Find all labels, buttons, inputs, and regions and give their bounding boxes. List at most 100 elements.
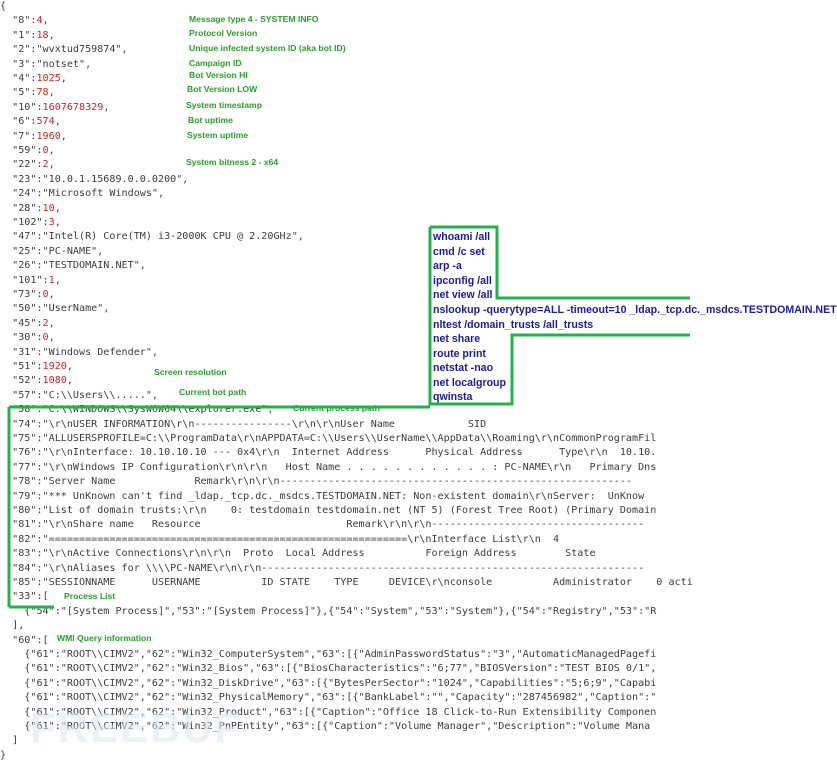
number-value: 574 [36,116,55,128]
code-text: {"61":"ROOT\\CIMV2","62":"Win32_Computer… [0,649,657,660]
code-text: {"61":"ROOT\\CIMV2","62":"Win32_Product"… [0,706,657,718]
code-text: ] [0,735,19,747]
code-text: "25":"PC-NAME", [0,245,104,257]
code-text: , [48,289,55,300]
code-text: "75":"ALLUSERSPROFILE=C:\\ProgramData\r\… [0,433,657,444]
code-line: { [0,0,6,14]
code-text: , [48,317,55,329]
code-text: "60":[ [0,634,49,646]
code-text: "22": [0,159,43,171]
code-line: "83":"\r\nActive Connections\r\n\r\n Pro… [0,547,596,561]
annotation-msg-type: Message type 4 - SYSTEM INFO [189,14,319,24]
code-line: "57":"C:\\Users\\.....", [0,389,158,403]
command-qwinsta: qwinsta [433,391,473,403]
command-arp: arp -a [433,260,462,272]
number-value: 1 [48,274,55,286]
annotation-process-path: Current process path [293,403,380,413]
code-text: "28": [0,202,43,214]
code-line: {"61":"ROOT\\CIMV2","62":"Win32_Physical… [0,691,656,705]
code-line: "101":1, [0,274,61,288]
annotation-bot-uptime: Bot uptime [188,115,233,125]
annotation-system-uptime: System uptime [187,130,249,140]
code-line: {"61":"ROOT\\CIMV2","62":"Win32_PnPEntit… [0,720,650,734]
code-text: "24":"Microsoft Windows", [0,188,165,200]
code-line: ], [0,619,24,633]
number-value: 4 [36,15,43,27]
code-line: "78":"Server Name Remark\r\n\r\n--------… [0,475,632,489]
code-line: "22":2, [0,158,55,172]
code-text: , [48,332,55,344]
code-line: "51":1920, [0,360,73,374]
code-line: "2":"wvxtud759874", [0,43,127,57]
code-text: , [48,145,55,156]
number-value: 2 [42,317,49,329]
code-line: "82":"==================================… [0,533,559,547]
code-text: "23":"10.0.1.15689.0.0.0200", [0,173,189,185]
number-value: 3 [48,217,55,228]
code-line: ] [0,734,18,748]
code-text: "3":"notset", [0,58,92,70]
code-text: , [54,116,61,128]
code-text: "33":[ [0,591,49,603]
code-line: {"61":"ROOT\\CIMV2","62":"Win32_DiskDriv… [0,677,656,691]
number-value: 0 [42,145,49,156]
code-line: "50":"UserName", [0,302,109,316]
code-text: "83":"\r\nActive Connections\r\n\r\n Pro… [0,548,596,560]
annotation-bot-id: Unique infected system ID (aka bot ID) [189,43,346,53]
code-text: "31":"Windows Defender", [0,346,159,358]
code-line: "31":"Windows Defender", [0,346,158,360]
command-localgroup: net localgroup [433,377,506,389]
code-line: "10":1607678329, [0,101,109,115]
annotation-bitness: System bitness 2 - x64 [186,157,279,167]
code-line: "8":4, [0,14,49,28]
code-line: "3":"notset", [0,58,91,72]
code-line: "45":2, [0,317,55,331]
code-text: , [54,217,61,228]
number-value: 78 [36,87,49,99]
code-line: "102":3, [0,216,61,230]
code-text: "102": [0,217,49,228]
number-value: 1607678329 [42,101,104,113]
code-text: "82":"==================================… [0,533,560,545]
command-route: route print [433,348,486,360]
code-text: , [60,73,67,84]
code-line: "75":"ALLUSERSPROFILE=C:\\ProgramData\r\… [0,432,656,446]
code-text: "30": [0,332,43,344]
code-line: {"61":"ROOT\\CIMV2","62":"Win32_Computer… [0,648,656,662]
annotation-screen-resolution: Screen resolution [154,367,227,377]
code-line: {"54":"[System Process]","53":"[System P… [0,605,656,619]
code-line: "26":"TESTDOMAIN.NET", [0,259,146,273]
annotation-protocol: Protocol Version [189,28,258,38]
code-text: , [54,202,61,214]
code-text: "5": [0,87,37,99]
code-line: "4":1025, [0,72,67,86]
code-text: "84":"\r\nAliases for \\\\PC-NAME\r\n\r\… [0,562,645,574]
code-text: "10": [0,101,43,113]
number-value: 1920 [42,361,67,372]
code-line: "79":"*** UnKnown can't find _ldap._tcp.… [0,490,644,504]
code-text: "85":"SESSIONNAME USERNAME ID STATE TYPE… [0,577,693,588]
code-text: { [0,1,7,12]
code-text: {"61":"ROOT\\CIMV2","62":"Win32_Physical… [0,692,657,704]
number-value: 1025 [36,73,61,84]
annotation-process-list: Process List [64,591,116,601]
code-text: "50":"UserName", [0,303,110,315]
code-line: "73":0, [0,288,55,302]
code-text: "81":"\r\nShare name Resource Remark\r\n… [0,519,645,531]
code-text: "58":"C:\\WINDOWS\\SysWOW64\\explorer.ex… [0,404,274,416]
code-line: "23":"10.0.1.15689.0.0.0200", [0,173,188,187]
code-line: "28":10, [0,202,61,216]
code-text: "77":"\r\nWindows IP Configuration\r\n\r… [0,461,657,473]
code-text: , [66,375,73,387]
code-text: "8": [0,15,37,27]
code-line: "58":"C:\\WINDOWS\\SysWOW64\\explorer.ex… [0,403,273,417]
code-line: "84":"\r\nAliases for \\\\PC-NAME\r\n\r\… [0,562,644,576]
code-line: "30":0, [0,331,55,345]
code-text: , [54,274,61,286]
code-line: "60":[ [0,634,49,648]
code-text: , [48,159,55,171]
code-text: , [42,15,49,27]
number-value: 1080 [42,375,67,387]
code-text: "76":"\r\nInterface: 10.10.10.10 --- 0x4… [0,447,657,459]
code-text: "101": [0,274,49,286]
